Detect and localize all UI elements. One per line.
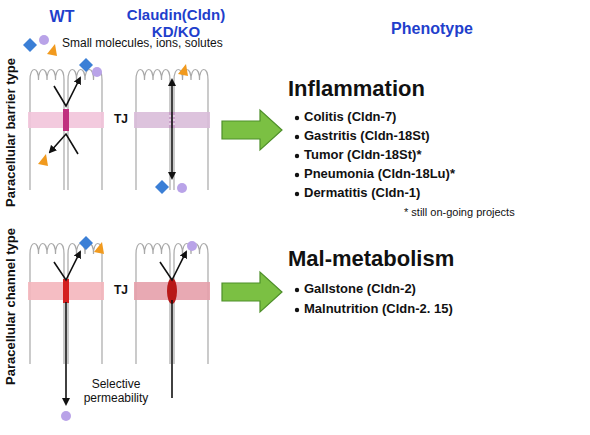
result-arrow: [222, 110, 282, 150]
row-label: Paracellular barrier type: [4, 37, 21, 227]
cell-pair: [136, 70, 208, 191]
molecule-diamond: [79, 236, 93, 250]
molecule-diamond: [23, 38, 37, 52]
list-item: Colitis (Cldn-7): [304, 110, 504, 125]
molecule-diamond: [79, 58, 93, 72]
tight-junction: [63, 279, 69, 303]
bounce-arrow: [54, 78, 80, 106]
footnote: * still on-going projects: [404, 206, 574, 219]
molecule-circle: [92, 67, 102, 77]
bullet: [295, 173, 299, 177]
phenotype-heading: Mal-metabolism: [288, 246, 508, 271]
bullet: [295, 192, 299, 196]
bullet: [295, 116, 299, 120]
list-item: Gallstone (Cldn-2): [304, 282, 524, 297]
list-item: Gastritis (Cldn-18St): [304, 129, 504, 144]
leak-arrow: [171, 80, 173, 178]
part-label: TJ: [110, 113, 132, 127]
list-item: Pneumonia (Cldn-18Lu)*: [304, 167, 504, 182]
molecule-triangle: [47, 44, 57, 56]
annotation: Selective permeability: [74, 378, 158, 406]
bounce-arrow: [160, 252, 186, 280]
legend-text: Small molecules, ions, solutes: [62, 37, 282, 51]
column-header: Claudin(Cldn) KD/KO: [120, 6, 232, 41]
tight-junction: [63, 109, 69, 131]
pass-arrow: [65, 302, 67, 404]
bounce-arrow: [54, 252, 80, 280]
molecule-triangle: [38, 154, 48, 166]
result-arrow: [222, 272, 282, 312]
row-label: Paracellular channel type: [4, 211, 21, 401]
molecule-diamond: [155, 180, 169, 194]
column-header: WT: [32, 8, 92, 26]
molecule-circle: [177, 183, 187, 193]
bounce-arrow: [50, 134, 78, 154]
part-label: TJ: [110, 284, 132, 298]
molecule-triangle: [94, 242, 104, 254]
molecule-circle: [61, 411, 71, 421]
list-item: Tumor (Cldn-18St)*: [304, 148, 504, 163]
phenotype-heading: Inflammation: [288, 76, 488, 101]
column-header: Phenotype: [372, 20, 492, 38]
bullet: [295, 154, 299, 158]
pass-line: [171, 300, 173, 398]
bullet: [295, 308, 299, 312]
cell-pair: [30, 70, 102, 191]
molecule-circle: [39, 35, 49, 45]
list-item: Malnutrition (Cldn-2. 15): [304, 302, 524, 317]
bullet: [295, 135, 299, 139]
molecule-circle: [187, 241, 197, 251]
list-item: Dermatitis (Cldn-1): [304, 186, 504, 201]
molecule-triangle: [178, 64, 188, 76]
bullet: [295, 288, 299, 292]
